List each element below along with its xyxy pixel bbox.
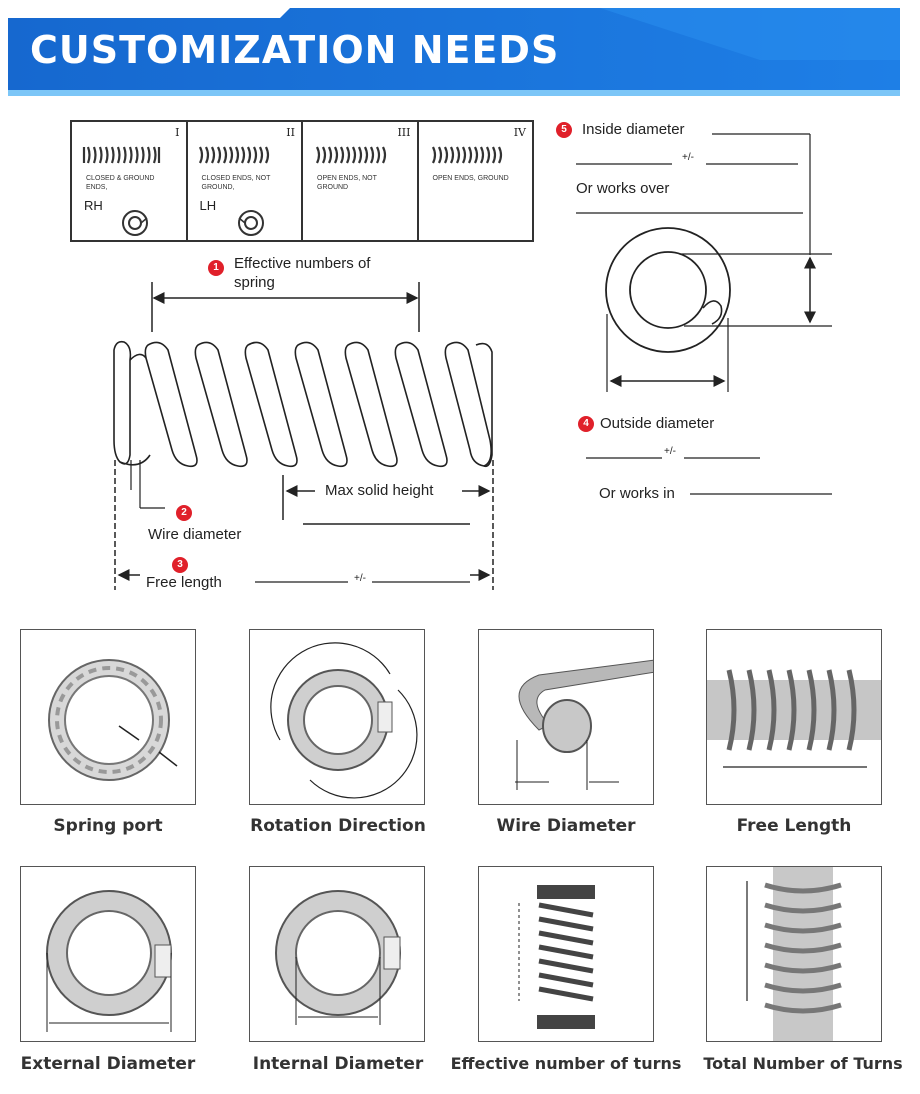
end-type-description: OPEN ENDS, NOT GROUND [317, 175, 377, 191]
roman-numeral: III [397, 126, 411, 139]
card-caption: Free Length [736, 816, 852, 836]
external-diameter-icon [46, 890, 172, 1032]
end-type-description: OPEN ENDS, GROUND [432, 175, 509, 182]
effective-label: Effective numbers of spring [234, 255, 371, 291]
header-banner: CUSTOMIZATION NEEDS [0, 0, 920, 100]
roman-numeral: I [175, 126, 180, 139]
mini-spring-icon [431, 146, 502, 164]
card-caption: Rotation Direction [250, 816, 426, 836]
card-external-diameter [20, 866, 196, 1042]
wire-icon [515, 659, 653, 790]
card-caption: Spring port [53, 816, 163, 836]
badge-inside: 5 [556, 122, 572, 138]
card-effective-turns [478, 866, 654, 1042]
end-type-description: CLOSED ENDS, NOT GROUND, [201, 175, 271, 191]
effective-turns-icon [518, 885, 595, 1029]
card-caption: External Diameter [20, 1054, 196, 1074]
lh-ring-icon [237, 210, 264, 236]
card-caption: Effective number of turns [450, 1054, 682, 1073]
total-turns-icon [746, 867, 842, 1041]
end-type-description: CLOSED & GROUND ENDS, [86, 175, 155, 191]
card-total-turns [706, 866, 882, 1042]
card-caption: Internal Diameter [252, 1054, 424, 1074]
card-wire-diameter [478, 629, 654, 805]
end-type-cell: II CLOSED ENDS, NOT GROUND, LH [188, 122, 303, 240]
inside-tolerance: +/- [682, 152, 694, 163]
mini-spring-icon [198, 146, 269, 164]
card-internal-diameter [249, 866, 425, 1042]
badge-effective: 1 [208, 260, 224, 276]
internal-diameter-icon [275, 890, 401, 1025]
roman-numeral: IV [513, 126, 526, 139]
wire-diameter-label: Wire diameter [148, 526, 242, 543]
free-length-label: Free length [146, 574, 222, 591]
end-type-cell: IV OPEN ENDS, GROUND [419, 122, 533, 240]
spring-end-icon [48, 659, 178, 781]
works-in-label: Or works in [599, 485, 675, 502]
coil-spring-icon [113, 340, 493, 468]
rh-ring-icon [122, 210, 148, 236]
card-caption: Wire Diameter [496, 816, 636, 836]
ring-icon [605, 227, 731, 353]
hand-label: LH [199, 198, 217, 213]
spring-spec-diagram [113, 133, 832, 590]
badge-free: 3 [172, 557, 188, 573]
end-type-cell: III OPEN ENDS, NOT GROUND [303, 122, 419, 240]
badge-wire: 2 [176, 505, 192, 521]
card-caption: Total Number of Turns [703, 1054, 903, 1073]
end-types-table: I CLOSED & GROUND ENDS, RH II CLOSED END… [70, 120, 534, 242]
works-over-label: Or works over [576, 180, 670, 197]
card-spring-port [20, 629, 196, 805]
badge-outside: 4 [578, 416, 594, 432]
free-length-tolerance: +/- [354, 573, 366, 584]
hand-label: RH [84, 198, 103, 213]
page-title: CUSTOMIZATION NEEDS [30, 28, 560, 72]
card-free-length [706, 629, 882, 805]
inside-diameter-label: Inside diameter [582, 121, 685, 138]
roman-numeral: II [286, 126, 295, 139]
max-solid-label: Max solid height [325, 482, 434, 499]
end-type-cell: I CLOSED & GROUND ENDS, RH [72, 122, 188, 240]
rotation-icon [270, 642, 418, 799]
outside-diameter-label: Outside diameter [600, 415, 715, 432]
mini-spring-icon [82, 146, 161, 164]
free-length-icon [707, 669, 881, 768]
mini-spring-icon [316, 146, 387, 164]
outside-tolerance: +/- [664, 446, 676, 457]
card-rotation [249, 629, 425, 805]
